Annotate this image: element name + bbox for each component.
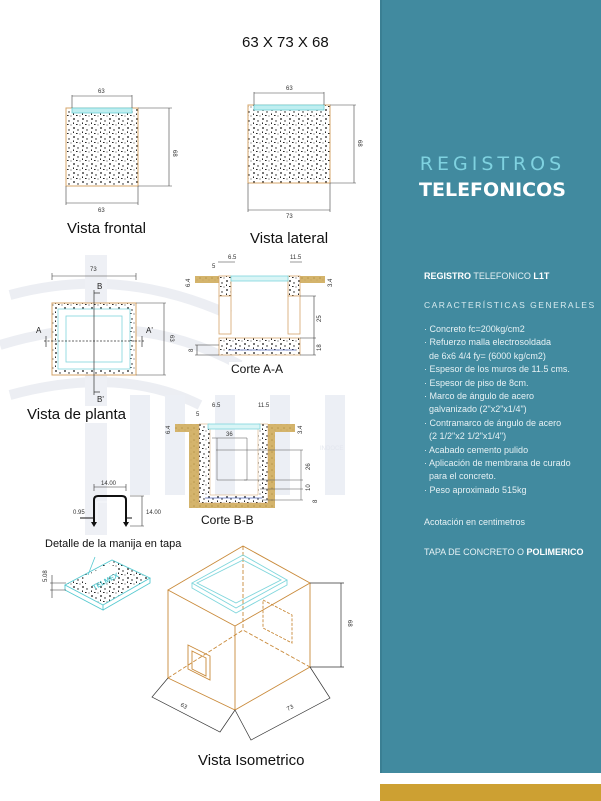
marker-b: B [97, 282, 102, 291]
dim-bb-64: 6.4 [166, 425, 172, 434]
manija-drawing: 14.00 14.00 0.95 [73, 481, 162, 527]
dim-frontal-top: 63 [98, 89, 105, 95]
feature-item: · Aplicación de membrana de curado [424, 458, 571, 469]
tapa-prefix: TAPA DE CONCRETO O [424, 547, 527, 557]
label-vista-planta: Vista de planta [25, 406, 128, 423]
dim-iso-left: 63 [179, 702, 188, 711]
label-corte-bb: Corte B-B [199, 513, 256, 527]
dim-planta-right: 63 [168, 335, 174, 342]
label-detalle-tapa: Detalle de la manija en tapa [43, 538, 184, 550]
features-list-wrap: · Concreto fc=200kg/cm2 · Refuerzo malla… [424, 323, 599, 497]
section-title: CARACTERÍSTICAS GENERALES [424, 300, 596, 310]
drawing-area: INDOCE 63 X 73 X 68 [0, 34, 362, 769]
label-vista-lateral: Vista lateral [248, 230, 331, 247]
marker-a-prime: A' [146, 326, 153, 335]
dim-aa-18: 18 [317, 344, 323, 351]
dim-bb-10: 10 [306, 484, 312, 491]
features-list: · Concreto fc=200kg/cm2 · Refuerzo malla… [424, 323, 599, 497]
dim-manija-depth: 0.95 [73, 510, 85, 516]
note-acotacion: Acotación en centimetros [424, 517, 526, 527]
dim-bb-115: 11.5 [258, 403, 270, 409]
dim-bb-36: 36 [226, 432, 233, 438]
label-corte-aa: Corte A-A [229, 362, 286, 376]
isometrico-drawing: 68 63 73 [151, 545, 352, 741]
info-sidebar: REGISTROS TELEFONICOS REGISTRO TELEFONIC… [380, 0, 601, 773]
model-telefonico: TELEFONICO [471, 271, 534, 281]
feature-item: galvanizado (2"x2"x1/4") [424, 404, 527, 415]
dim-iso-height: 68 [346, 620, 352, 627]
tapa-bold: POLIMERICO [526, 547, 584, 557]
dim-aa-5: 5 [212, 264, 216, 270]
model-line: REGISTRO TELEFONICO L1T [424, 270, 599, 283]
marker-a: A [36, 326, 42, 335]
corte-bb-drawing: 6.5 5 11.5 6.4 3.4 36 26 10 8 [166, 403, 319, 508]
feature-item: · Peso aproximado 515kg [424, 484, 527, 495]
sidebar-title-telefonicos: TELEFONICOS [419, 179, 566, 201]
dim-iso-right: 73 [286, 704, 295, 713]
label-vista-frontal: Vista frontal [65, 220, 148, 237]
feature-item: · Refuerzo malla electrosoldada [424, 337, 552, 348]
watermark-text: INDOCE [320, 446, 343, 452]
sidebar-title-registros: REGISTROS [419, 153, 566, 175]
dim-bb-8: 8 [313, 499, 319, 503]
watermark-text-graphic: INDOCE [320, 446, 343, 452]
gold-accent-bar [380, 784, 601, 801]
dim-bb-26: 26 [306, 463, 312, 470]
feature-item: · Contramarco de ángulo de acero [424, 417, 562, 428]
dim-aa-65: 6.5 [228, 255, 237, 261]
dim-aa-34: 3.4 [328, 278, 334, 287]
watermark-graphic [0, 255, 345, 535]
feature-item: para el concreto. [424, 471, 497, 482]
dim-bb-34: 3.4 [298, 425, 304, 434]
model-code: L1T [533, 271, 550, 281]
tapa-line: TAPA DE CONCRETO O POLIMERICO [424, 546, 599, 559]
dim-lateral-bottom: 73 [286, 214, 293, 220]
dim-lateral-top: 63 [286, 86, 293, 92]
dim-manija-width: 14.00 [101, 481, 117, 487]
watermark-letters [130, 395, 345, 495]
dim-aa-64: 6.4 [186, 278, 192, 287]
marker-b-prime: B' [97, 395, 104, 404]
feature-item: (2 1/2"x2 1/2"x1/4") [424, 431, 507, 442]
label-vista-isometrico: Vista Isometrico [196, 752, 307, 769]
feature-item: · Acabado cemento pulido [424, 444, 529, 455]
dim-tapa: 5.08 [43, 570, 49, 582]
dim-aa-115: 11.5 [290, 255, 302, 261]
feature-item: de 6x6 4/4 fy= (6000 kg/cm2) [424, 350, 546, 361]
dim-frontal-right: 68 [171, 150, 177, 157]
detalle-tapa-drawing: TELMEX 5.08 [43, 556, 151, 611]
vista-lateral-drawing: 63 73 68 [247, 86, 362, 220]
dim-aa-8: 8 [189, 348, 195, 352]
dim-frontal-bottom: 63 [98, 208, 105, 214]
corte-aa-drawing: 6.5 5 11.5 6.4 3.4 25 18 8 [186, 255, 334, 356]
feature-item: · Espesor de piso de 8cm. [424, 377, 529, 388]
technical-drawings: 63 63 68 63 73 68 73 63 [36, 86, 362, 741]
feature-item: · Concreto fc=200kg/cm2 [424, 324, 525, 334]
dim-lateral-right: 68 [356, 140, 362, 147]
dim-manija-height: 14.00 [146, 510, 162, 516]
dim-aa-25: 25 [317, 315, 323, 322]
watermark-swoosh [8, 278, 233, 320]
feature-item: · Marco de ángulo de acero [424, 391, 535, 402]
dim-bb-65: 6.5 [212, 403, 221, 409]
model-bold-registro: REGISTRO [424, 271, 472, 281]
vista-frontal-drawing: 63 63 68 [65, 89, 177, 214]
dimensions-title: 63 X 73 X 68 [240, 34, 331, 51]
dim-planta-top: 73 [90, 267, 97, 273]
feature-item: · Espesor de los muros de 11.5 cms. [424, 364, 570, 375]
dim-bb-5: 5 [196, 412, 200, 418]
vista-planta-drawing: 73 63 B B' A A' [36, 267, 174, 404]
